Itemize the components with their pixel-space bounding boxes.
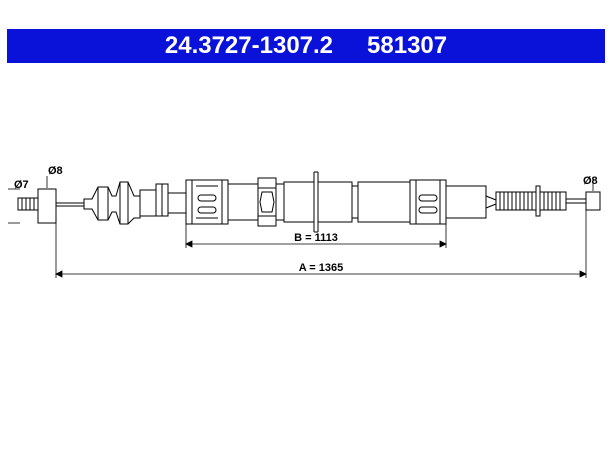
right-end-nipple (585, 191, 601, 211)
left-housing (139, 183, 187, 217)
right-diameter-label: Ø8 (583, 175, 598, 187)
rubber-bellows (83, 181, 141, 225)
retaining-clip (313, 171, 319, 233)
left-diameter-inner-label: Ø7 (14, 179, 29, 191)
part-number: 24.3727-1307.2 (164, 32, 334, 59)
left-diameter-outer-label: Ø8 (48, 165, 63, 177)
right-threaded-rod (495, 185, 601, 217)
left-end-nipple (37, 188, 57, 224)
dimension-a-label: A = 1365 (299, 262, 344, 274)
dimension-a-line (55, 210, 587, 278)
dimension-b-label: B = 1113 (294, 232, 338, 244)
reference-number: 581307 (367, 32, 448, 59)
title-bar: 24.3727-1307.2 581307 (7, 29, 605, 63)
hex-adjuster (257, 177, 277, 227)
right-ferrule (409, 179, 447, 225)
dimension-b-line (185, 224, 447, 248)
left-end-fitting (17, 188, 84, 224)
left-threaded-stub (17, 197, 39, 211)
cable-sheath (185, 171, 497, 233)
